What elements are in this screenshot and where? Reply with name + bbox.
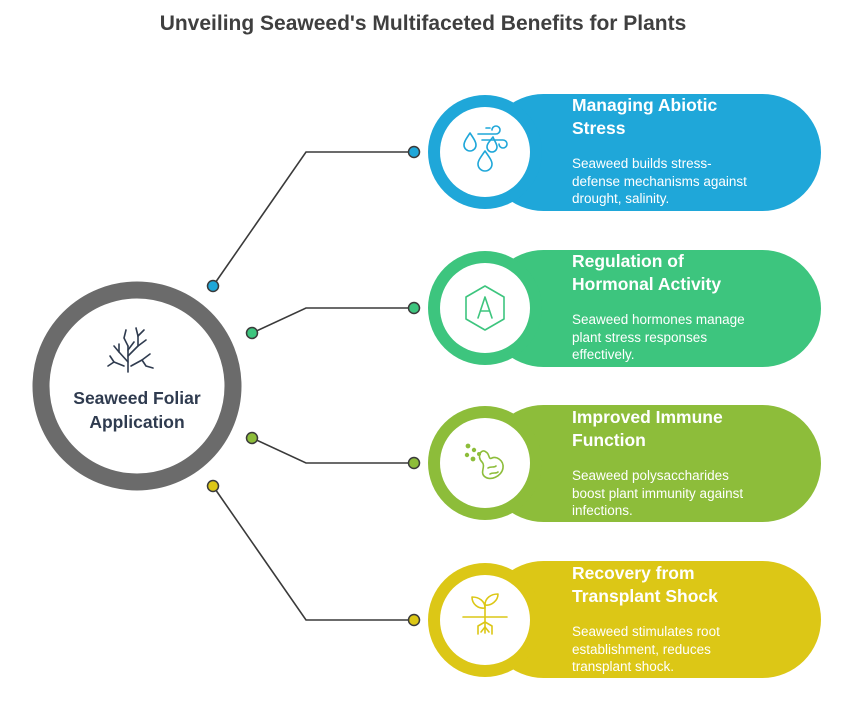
benefit-3-desc-line2: boost plant immunity against: [572, 485, 744, 501]
center-label: Seaweed Foliar Application: [57, 386, 217, 434]
benefit-card-1: [407, 94, 821, 211]
benefit-4-desc-line1: Seaweed stimulates root: [572, 624, 720, 639]
benefit-3-title: Improved Immune Function: [572, 406, 802, 452]
water-drops-wind-icon: [463, 125, 508, 172]
benefit-4-title-line2: Transplant Shock: [572, 586, 718, 606]
hexagon-a-icon: [465, 285, 505, 331]
benefit-1-desc-line3: drought, salinity.: [572, 191, 670, 206]
benefit-1-desc-line1: Seaweed builds stress-: [572, 156, 712, 171]
benefit-3-description: Seaweed polysaccharides boost plant immu…: [572, 467, 787, 520]
center-label-line1: Seaweed Foliar: [73, 388, 201, 408]
connector-1: [212, 151, 414, 287]
benefit-3-title-line1: Improved Immune: [572, 407, 723, 427]
benefit-2-desc-line3: effectively.: [572, 347, 635, 362]
benefit-4-desc-line2: establishment, reduces: [572, 641, 711, 657]
benefit-2-description: Seaweed hormones manage plant stress res…: [572, 311, 787, 364]
bacteria-cell-icon: [464, 443, 504, 480]
benefit-1-title-line1: Managing Abiotic: [572, 95, 718, 115]
connectors: [212, 151, 414, 621]
benefit-1-desc-line2: defense mechanisms against: [572, 173, 747, 189]
sprout-roots-icon: [462, 593, 508, 635]
benefit-1-title-line2: Stress: [572, 118, 626, 138]
benefit-1-description: Seaweed builds stress- defense mechanism…: [572, 155, 787, 208]
center-label-line2: Application: [89, 412, 185, 432]
benefit-2-desc-line1: Seaweed hormones manage: [572, 312, 745, 327]
connector-3: [251, 437, 414, 464]
benefit-4-title: Recovery from Transplant Shock: [572, 562, 802, 608]
benefit-card-3: [407, 405, 821, 522]
seaweed-branch-icon: [107, 327, 154, 373]
benefit-2-title-line2: Hormonal Activity: [572, 274, 722, 294]
benefit-4-description: Seaweed stimulates root establishment, r…: [572, 623, 787, 676]
benefit-4-desc-line3: transplant shock.: [572, 659, 675, 674]
connector-2: [251, 307, 414, 334]
benefit-3-title-line2: Function: [572, 430, 646, 450]
benefit-4-title-line1: Recovery from: [572, 563, 695, 583]
benefit-1-title: Managing Abiotic Stress: [572, 94, 802, 140]
benefit-card-2: [407, 250, 821, 367]
benefit-2-desc-line2: plant stress responses: [572, 329, 708, 345]
connector-4: [212, 485, 414, 621]
benefit-3-desc-line1: Seaweed polysaccharides: [572, 468, 729, 483]
page-title: Unveiling Seaweed's Multifaceted Benefit…: [159, 12, 687, 35]
benefit-card-4: [407, 561, 821, 678]
hub-endpoints: [206, 279, 259, 493]
benefit-3-desc-line3: infections.: [572, 503, 633, 518]
benefit-2-title: Regulation of Hormonal Activity: [572, 250, 802, 296]
benefit-2-title-line1: Regulation of: [572, 251, 684, 271]
hub-ring: [32, 281, 242, 491]
